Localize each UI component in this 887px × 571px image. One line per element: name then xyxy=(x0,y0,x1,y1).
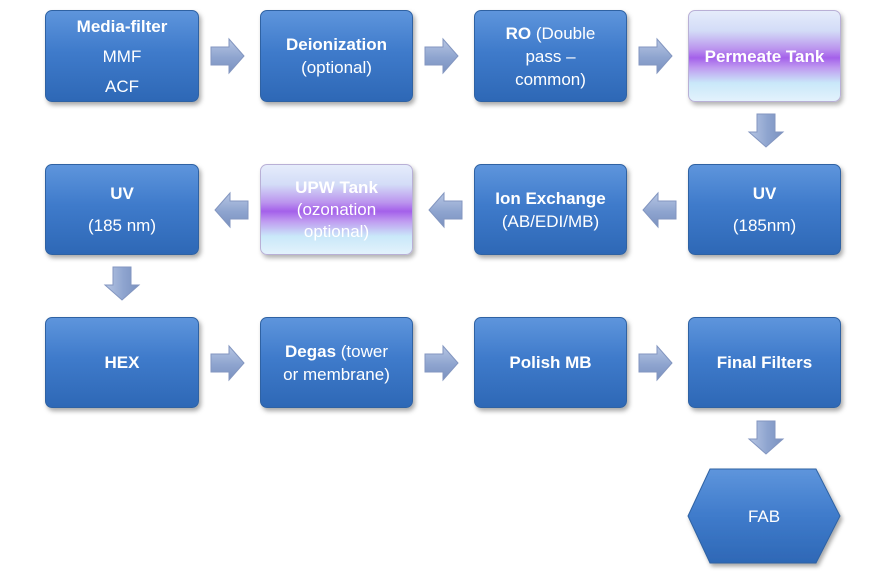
block-arrow-icon xyxy=(642,191,677,229)
block-arrow-icon xyxy=(747,420,785,455)
uv-right-title: UV xyxy=(752,184,777,203)
upw-tank-detail-2: optional) xyxy=(303,221,370,241)
hex-title: HEX xyxy=(104,353,140,372)
upw-tank-box: UPW Tank (ozonation optional) xyxy=(260,164,413,255)
block-arrow-icon xyxy=(103,266,141,301)
block-arrow-icon xyxy=(210,37,245,75)
degas-line-1: Degas (tower xyxy=(285,340,388,363)
block-arrow-icon xyxy=(638,344,673,382)
ion-exchange-title: Ion Exchange xyxy=(495,188,606,208)
permeate-tank-box: Permeate Tank xyxy=(688,10,841,102)
block-arrow-icon xyxy=(428,191,463,229)
block-arrow-icon xyxy=(214,191,249,229)
media-filter-acf: ACF xyxy=(105,76,139,96)
block-arrow-icon xyxy=(424,37,459,75)
block-arrow-icon xyxy=(424,344,459,382)
polish-mb-title: Polish MB xyxy=(509,353,592,372)
ro-detail-2: pass – xyxy=(525,46,576,66)
degas-detail-2: or membrane) xyxy=(283,364,390,384)
degas-box: Degas (tower or membrane) xyxy=(260,317,413,408)
ion-exchange-detail: (AB/EDI/MB) xyxy=(501,211,600,231)
fab-shape xyxy=(687,468,841,564)
media-filter-mmf: MMF xyxy=(102,46,142,66)
final-filters-box: Final Filters xyxy=(688,317,841,408)
deionization-box: Deionization (optional) xyxy=(260,10,413,102)
hex-box: HEX xyxy=(45,317,199,408)
deionization-title: Deionization xyxy=(285,35,388,54)
ion-exchange-box: Ion Exchange (AB/EDI/MB) xyxy=(474,164,627,255)
fab-box: FAB xyxy=(687,468,841,564)
uv-left-title: UV xyxy=(110,184,134,203)
permeate-tank-title: Permeate Tank xyxy=(704,46,825,66)
uv-left-box: UV (185 nm) xyxy=(45,164,199,255)
ro-line-1: RO (Double xyxy=(506,22,596,45)
media-filter-title: Media-filter xyxy=(76,16,168,36)
final-filters-title: Final Filters xyxy=(716,353,813,372)
deionization-detail: (optional) xyxy=(301,58,372,77)
ro-detail-3: common) xyxy=(515,69,586,89)
ro-title: RO xyxy=(505,23,532,43)
degas-title: Degas xyxy=(285,341,337,361)
block-arrow-icon xyxy=(638,37,673,75)
polish-mb-box: Polish MB xyxy=(474,317,627,408)
ro-box: RO (Double pass – common) xyxy=(474,10,627,102)
uv-left-detail: (185 nm) xyxy=(87,216,157,235)
uv-right-detail: (185nm) xyxy=(732,216,797,235)
degas-detail-1: (tower xyxy=(336,341,388,361)
block-arrow-icon xyxy=(747,113,785,148)
uv-right-box: UV (185nm) xyxy=(688,164,841,255)
ro-detail-1: (Double xyxy=(531,23,596,43)
media-filter-box: Media-filter MMF ACF xyxy=(45,10,199,102)
fab-label: FAB xyxy=(748,507,780,526)
upw-tank-title: UPW Tank xyxy=(295,177,378,197)
upw-tank-detail-1: (ozonation xyxy=(296,199,377,219)
block-arrow-icon xyxy=(210,344,245,382)
